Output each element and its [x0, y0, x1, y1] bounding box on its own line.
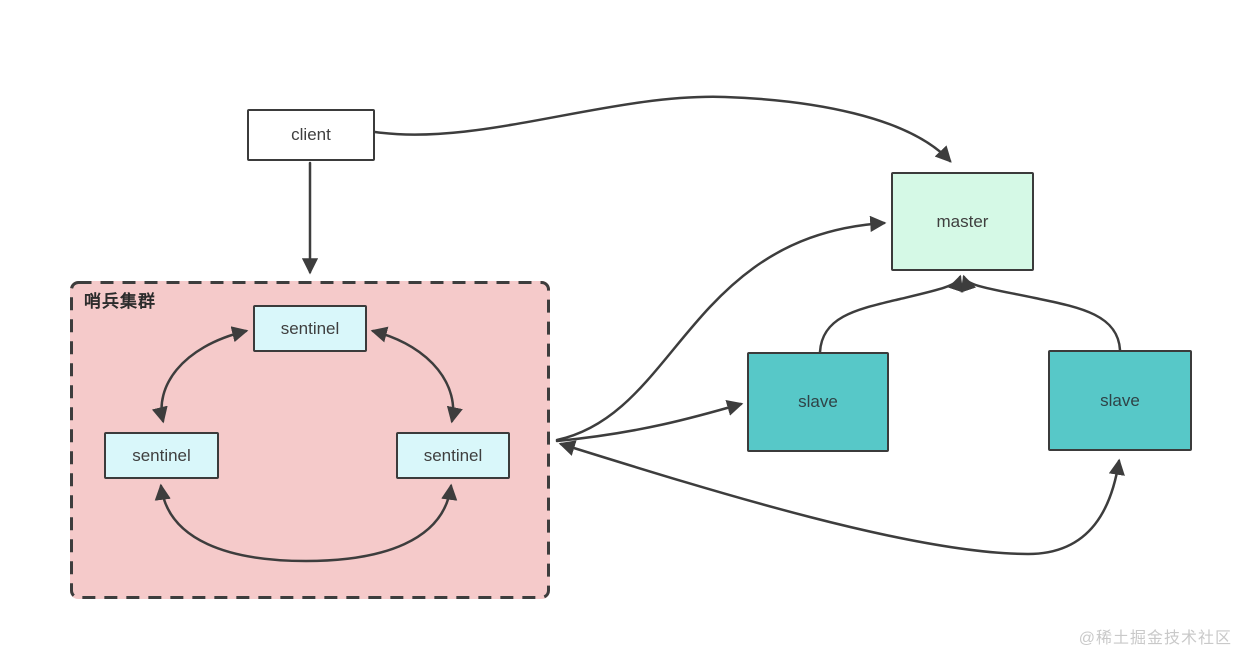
sentinel-right-node: sentinel: [396, 432, 510, 479]
master-node: master: [891, 172, 1034, 271]
edge-slave-left-to-master: [818, 274, 964, 354]
edge-slave-right-to-master: [960, 274, 1122, 352]
client-node: client: [247, 109, 375, 161]
edge-cluster-to-master: [555, 215, 887, 442]
slave-right-node: slave: [1048, 350, 1192, 451]
sentinel-top-node: sentinel: [253, 305, 367, 352]
slave-left-node: slave: [747, 352, 889, 452]
edge-sentinel-left-right: [154, 483, 458, 563]
sentinel-cluster-label: 哨兵集群: [84, 292, 156, 311]
edge-sentinel-top-left: [151, 326, 249, 424]
sentinel-left-node: sentinel: [104, 432, 219, 479]
edge-cluster-to-slave-left: [555, 400, 744, 443]
edge-cluster-to-slave-right: [558, 440, 1125, 556]
edge-client-to-master: [373, 95, 952, 163]
edge-sentinel-top-right: [370, 326, 463, 424]
sentinel-cluster-border: [70, 281, 550, 599]
watermark-text: @稀土掘金技术社区: [1078, 630, 1232, 647]
